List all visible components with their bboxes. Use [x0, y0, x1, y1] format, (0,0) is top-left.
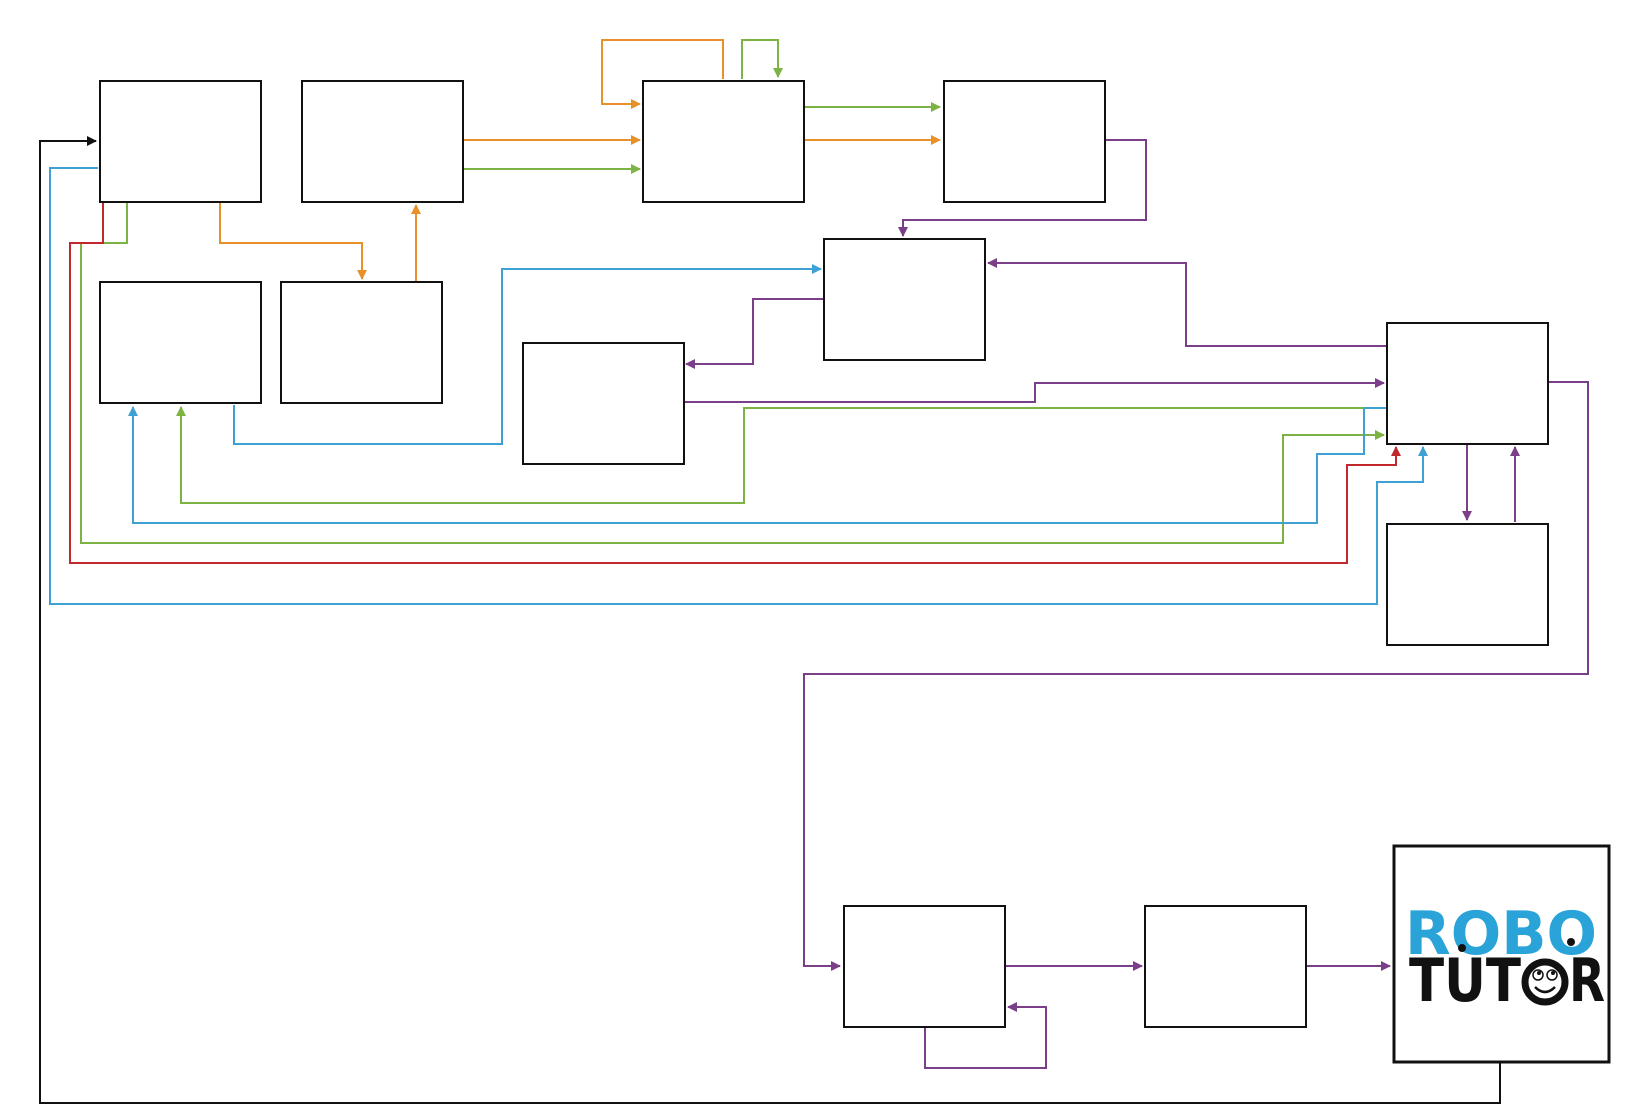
box-10[interactable]: [1386, 523, 1549, 646]
connector-purple: [803, 381, 1589, 971]
connector-blue: [49, 167, 1428, 605]
connector-green: [176, 406, 1386, 504]
box-7[interactable]: [823, 238, 986, 361]
connector-blue: [128, 406, 1386, 524]
boxes: [99, 80, 1611, 1064]
box-12[interactable]: [1144, 905, 1307, 1028]
connector-purple: [898, 139, 1147, 237]
connector-purple: [987, 258, 1386, 347]
box-8[interactable]: [522, 342, 685, 465]
box-11[interactable]: [843, 905, 1006, 1028]
box-1[interactable]: [99, 80, 262, 203]
robotutor-logo: ROBO TUT R: [1405, 899, 1605, 1016]
logo-eye-right: [1567, 938, 1575, 946]
logo-smiley-face-icon: [1521, 958, 1569, 1006]
connectors: [39, 39, 1589, 1104]
box-9[interactable]: [1386, 322, 1549, 445]
connector-purple: [684, 378, 1385, 403]
connector-purple: [924, 1002, 1047, 1069]
logo-line-r: R: [1569, 946, 1605, 1016]
box-6[interactable]: [280, 281, 443, 404]
logo-line-tut: TUT: [1409, 946, 1521, 1016]
box-5[interactable]: [99, 281, 262, 404]
box-2[interactable]: [301, 80, 464, 203]
robotutor-logo-box[interactable]: [1392, 844, 1611, 1064]
logo-line-robo: ROBO: [1405, 899, 1597, 969]
connector-orange: [219, 203, 367, 280]
box-3[interactable]: [642, 80, 805, 203]
connector-green: [741, 39, 783, 79]
box-4[interactable]: [943, 80, 1106, 203]
connector-black: [39, 136, 1501, 1104]
connector-green: [80, 203, 1385, 544]
connector-purple: [685, 298, 823, 369]
connector-orange: [601, 39, 724, 109]
logo-eye-left: [1458, 944, 1466, 952]
connector-blue: [233, 264, 822, 445]
connector-red: [69, 203, 1401, 564]
